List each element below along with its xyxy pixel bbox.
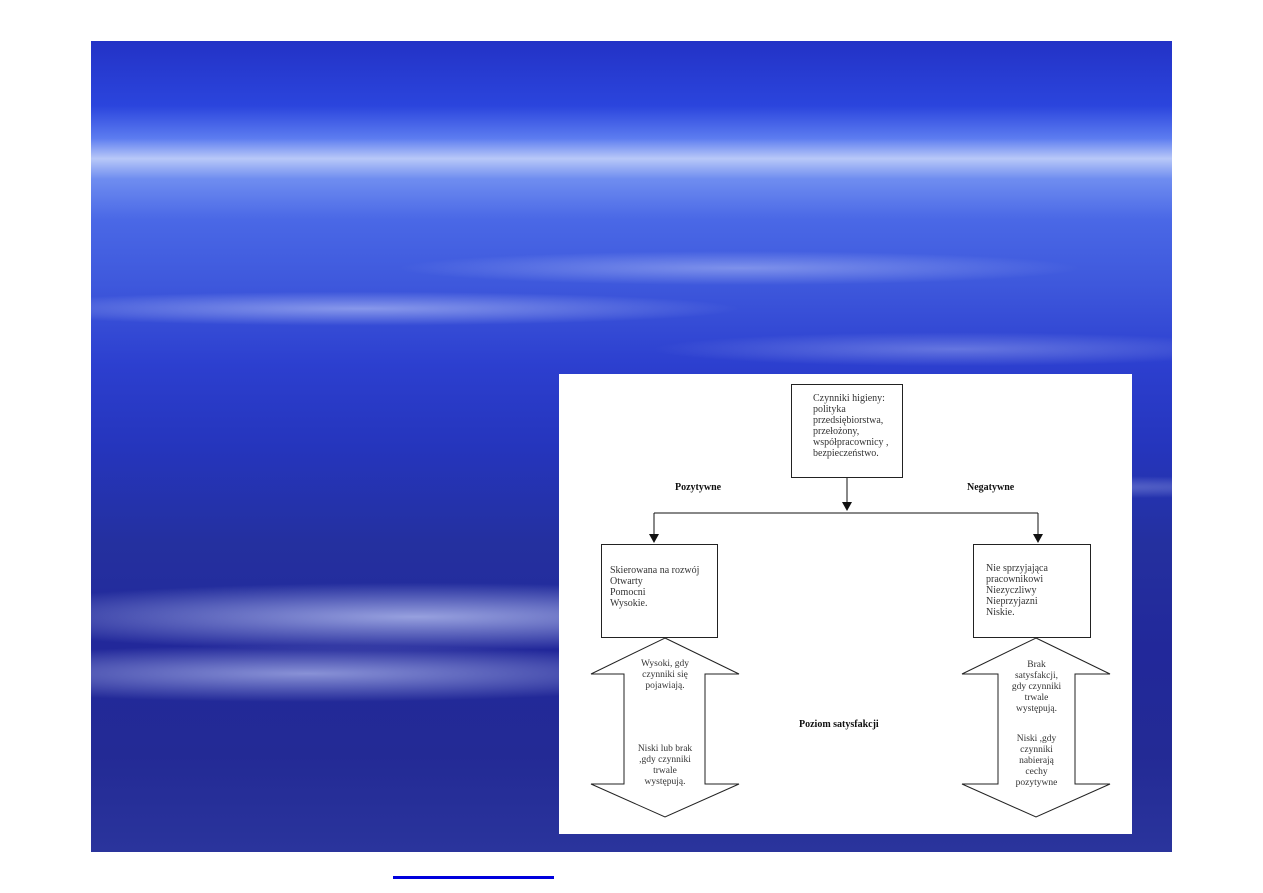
herzberg-hygiene-diagram: Czynniki higieny: polityka przedsiębiors… xyxy=(559,374,1132,834)
negative-label: Negatywne xyxy=(967,482,1015,493)
left-arrow-top-text: Wysoki, gdy czynniki się pojawiają. xyxy=(641,659,689,691)
connector-lines xyxy=(590,477,1111,818)
positive-outcome-box: Skierowana na rozwój Otwarty Pomocni Wys… xyxy=(601,544,718,638)
positive-label: Pozytywne xyxy=(675,482,722,493)
hygiene-factors-box: Czynniki higieny: polityka przedsiębiors… xyxy=(791,384,903,478)
right-arrow-bottom-text: Niski ,gdy czynniki nabierają cechy pozy… xyxy=(1015,734,1058,788)
satisfaction-level-label: Poziom satysfakcji xyxy=(799,719,879,730)
right-double-arrow xyxy=(961,637,1111,818)
hyperlink-underline[interactable] xyxy=(393,876,554,879)
left-double-arrow xyxy=(590,637,740,818)
negative-outcome-box: Nie sprzyjająca pracownikowi Niezyczliwy… xyxy=(973,544,1091,638)
right-arrow-top-text: Brak satysfakcji, gdy czynniki trwale wy… xyxy=(1011,660,1062,714)
box-title: Czynniki higieny: xyxy=(813,393,885,404)
left-arrow-bottom-text: Niski lub brak ,gdy czynniki trwale wyst… xyxy=(637,744,693,787)
